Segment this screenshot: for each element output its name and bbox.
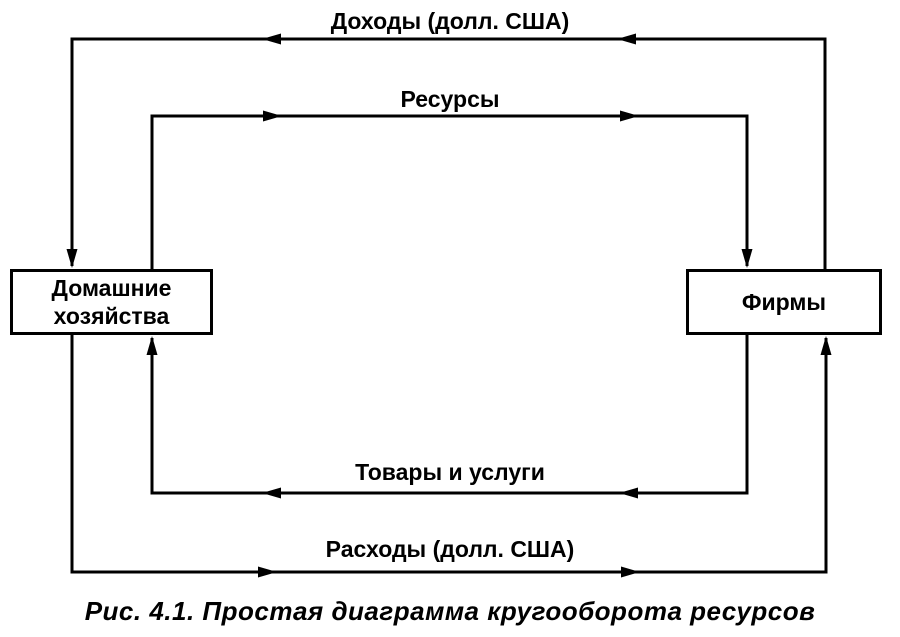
figure-caption: Рис. 4.1. Простая диаграмма кругооборота… — [84, 596, 816, 626]
income-flow-label: Доходы (долл. США) — [330, 8, 570, 34]
households-label-line2: хозяйства — [53, 303, 170, 329]
households-label-line1: Домашние — [51, 275, 172, 301]
arrow-left-icon — [617, 33, 636, 45]
arrow-down-icon — [66, 249, 78, 268]
arrow-right-icon — [621, 566, 640, 578]
arrow-left-icon — [262, 33, 281, 45]
arrow-up-icon — [146, 336, 158, 355]
arrow-left-icon — [619, 487, 638, 499]
expenses-flow-label: Расходы (долл. США) — [325, 536, 575, 562]
goods-flow-label: Товары и услуги — [355, 459, 545, 485]
arrow-left-icon — [262, 487, 281, 499]
arrow-right-icon — [258, 566, 277, 578]
income-flow-line — [66, 33, 827, 269]
households-box: Домашние хозяйства — [10, 269, 213, 335]
arrow-right-icon — [263, 110, 282, 122]
goods-flow-line — [146, 335, 749, 499]
firms-label: Фирмы — [741, 289, 827, 315]
expenses-flow-line — [70, 335, 832, 578]
resources-flow-label: Ресурсы — [400, 86, 500, 112]
resources-flow-line — [150, 110, 753, 269]
arrow-up-icon — [820, 336, 832, 355]
arrow-right-icon — [620, 110, 639, 122]
firms-box: Фирмы — [686, 269, 882, 335]
arrow-down-icon — [741, 249, 753, 268]
